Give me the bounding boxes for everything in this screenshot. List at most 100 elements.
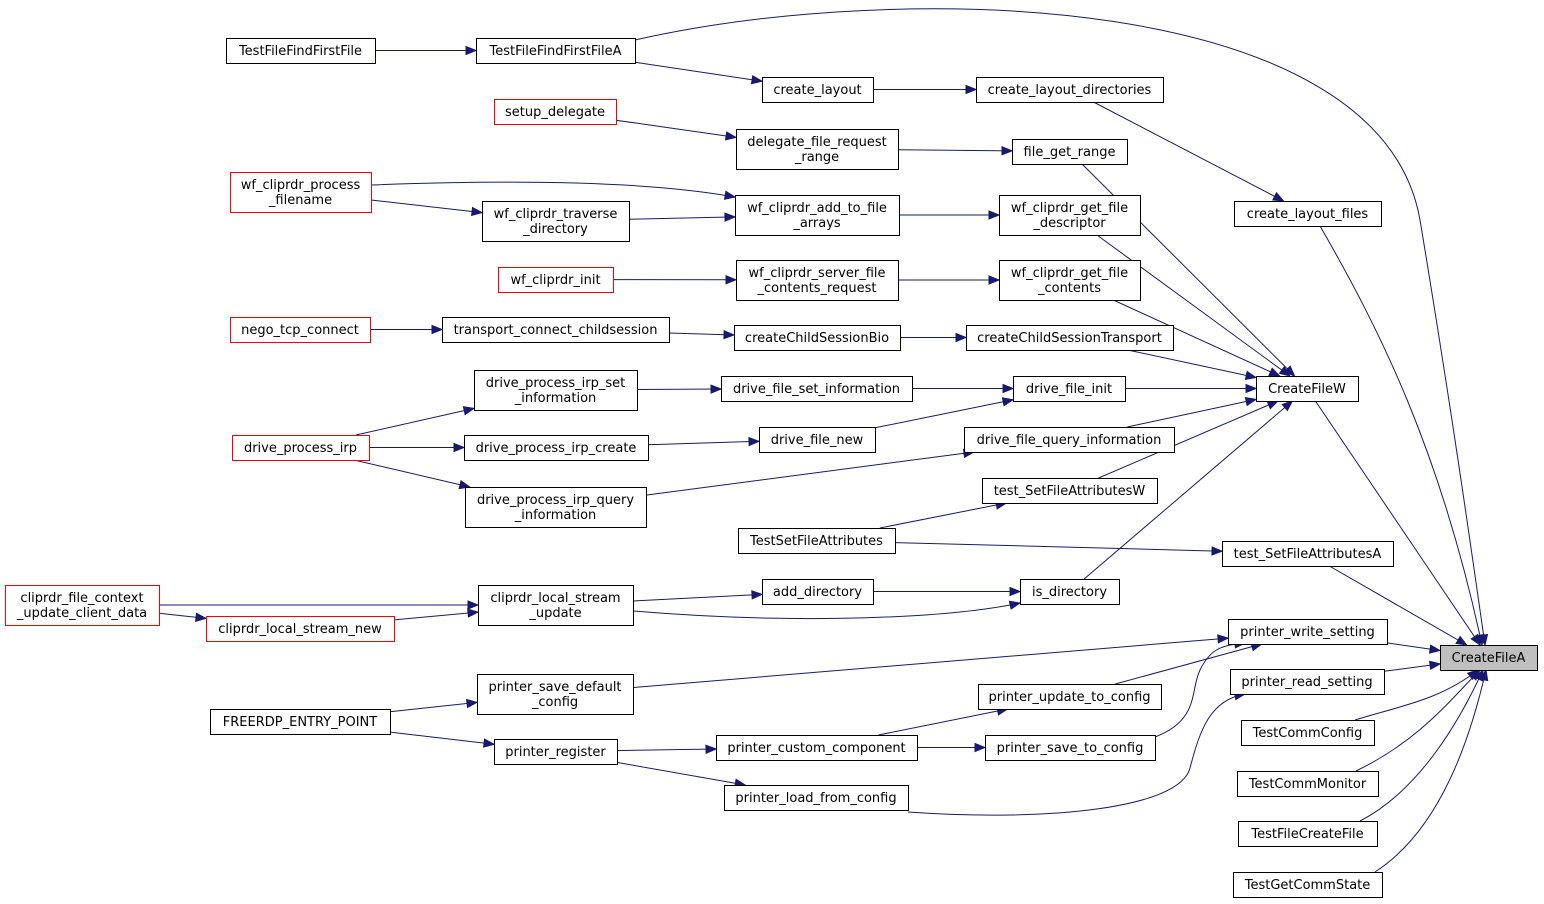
node-printer-write-setting[interactable]: printer_write_setting xyxy=(1228,619,1388,645)
node-box[interactable] xyxy=(762,579,874,605)
node-drive-file-init[interactable]: drive_file_init xyxy=(1013,376,1126,402)
node-box[interactable] xyxy=(1233,872,1383,898)
node-testcommconfig[interactable]: TestCommConfig xyxy=(1241,720,1375,746)
node-wf-cliprdr-process-filename[interactable]: wf_cliprdr_process_filename xyxy=(230,172,372,213)
node-box[interactable] xyxy=(5,585,160,626)
node-box[interactable] xyxy=(966,325,1174,351)
node-box[interactable] xyxy=(964,427,1175,453)
node-testfilecreatefile[interactable]: TestFileCreateFile xyxy=(1238,821,1378,847)
node-is-directory[interactable]: is_directory xyxy=(1020,579,1120,605)
node-createfilew[interactable]: CreateFileW xyxy=(1256,376,1359,402)
node-box[interactable] xyxy=(999,195,1141,236)
node-test-setfileattributesa[interactable]: test_SetFileAttributesA xyxy=(1222,541,1394,567)
node-printer-register[interactable]: printer_register xyxy=(494,739,618,765)
node-printer-read-setting[interactable]: printer_read_setting xyxy=(1230,669,1385,695)
node-box[interactable] xyxy=(716,735,918,761)
node-box[interactable] xyxy=(978,684,1162,710)
node-box[interactable] xyxy=(1222,541,1394,567)
node-testcommmonitor[interactable]: TestCommMonitor xyxy=(1237,771,1379,797)
node-box[interactable] xyxy=(478,585,634,626)
node-box[interactable] xyxy=(1440,645,1538,671)
node-printer-save-default-config[interactable]: printer_save_default_config xyxy=(477,674,634,715)
node-testfilefindfirstfile[interactable]: TestFileFindFirstFile xyxy=(226,38,376,64)
node-box[interactable] xyxy=(442,317,670,343)
node-drive-file-query-information[interactable]: drive_file_query_information xyxy=(964,427,1175,453)
node-freerdp-entry-point[interactable]: FREERDP_ENTRY_POINT xyxy=(210,709,391,735)
node-box[interactable] xyxy=(465,487,647,528)
node-drive-file-set-information[interactable]: drive_file_set_information xyxy=(721,376,913,402)
node-create-layout-files[interactable]: create_layout_files xyxy=(1234,201,1382,227)
node-box[interactable] xyxy=(1237,771,1379,797)
node-box[interactable] xyxy=(477,674,634,715)
node-delegate-file-request-range[interactable]: delegate_file_request_range xyxy=(736,129,899,170)
node-box[interactable] xyxy=(1241,720,1375,746)
node-box[interactable] xyxy=(1238,821,1378,847)
node-box[interactable] xyxy=(226,38,376,64)
node-wf-cliprdr-server-file-contents-request[interactable]: wf_cliprdr_server_file_contents_request xyxy=(736,260,899,301)
node-box[interactable] xyxy=(1230,669,1385,695)
node-box[interactable] xyxy=(1234,201,1382,227)
node-createchildsessionbio[interactable]: createChildSessionBio xyxy=(734,325,901,351)
node-testgetcommstate[interactable]: TestGetCommState xyxy=(1233,872,1383,898)
node-box[interactable] xyxy=(736,129,899,170)
node-box[interactable] xyxy=(494,99,617,125)
node-box[interactable] xyxy=(1228,619,1388,645)
node-drive-process-irp[interactable]: drive_process_irp xyxy=(232,435,370,461)
node-wf-cliprdr-get-file-descriptor[interactable]: wf_cliprdr_get_file_descriptor xyxy=(999,195,1141,236)
node-cliprdr-file-context-update-client-data[interactable]: cliprdr_file_context_update_client_data xyxy=(5,585,160,626)
node-box[interactable] xyxy=(762,77,874,103)
node-box[interactable] xyxy=(1020,579,1120,605)
node-box[interactable] xyxy=(1012,139,1128,165)
node-box[interactable] xyxy=(721,376,913,402)
node-drive-process-irp-query-information[interactable]: drive_process_irp_query_information xyxy=(465,487,647,528)
node-create-layout-directories[interactable]: create_layout_directories xyxy=(976,77,1164,103)
node-wf-cliprdr-get-file-contents[interactable]: wf_cliprdr_get_file_contents xyxy=(999,260,1141,301)
node-box[interactable] xyxy=(738,528,896,554)
node-cliprdr-local-stream-new[interactable]: cliprdr_local_stream_new xyxy=(206,616,395,642)
node-box[interactable] xyxy=(735,195,900,236)
node-box[interactable] xyxy=(736,260,899,301)
node-box[interactable] xyxy=(232,435,370,461)
node-printer-save-to-config[interactable]: printer_save_to_config xyxy=(985,735,1156,761)
node-printer-custom-component[interactable]: printer_custom_component xyxy=(716,735,918,761)
node-box[interactable] xyxy=(759,427,876,453)
node-box[interactable] xyxy=(464,435,649,461)
node-printer-load-from-config[interactable]: printer_load_from_config xyxy=(724,785,909,811)
node-box[interactable] xyxy=(494,739,618,765)
node-file-get-range[interactable]: file_get_range xyxy=(1012,139,1128,165)
node-box[interactable] xyxy=(474,370,638,411)
node-box[interactable] xyxy=(476,38,636,64)
node-box[interactable] xyxy=(1013,376,1126,402)
node-box[interactable] xyxy=(976,77,1164,103)
node-wf-cliprdr-add-to-file-arrays[interactable]: wf_cliprdr_add_to_file_arrays xyxy=(735,195,900,236)
node-testsetfileattributes[interactable]: TestSetFileAttributes xyxy=(738,528,896,554)
node-box[interactable] xyxy=(724,785,909,811)
node-wf-cliprdr-init[interactable]: wf_cliprdr_init xyxy=(498,267,614,293)
node-box[interactable] xyxy=(982,478,1158,504)
node-wf-cliprdr-traverse-directory[interactable]: wf_cliprdr_traverse_directory xyxy=(482,201,630,242)
node-box[interactable] xyxy=(985,735,1156,761)
node-testfilefindfirstfilea[interactable]: TestFileFindFirstFileA xyxy=(476,38,636,64)
node-createchildsessiontransport[interactable]: createChildSessionTransport xyxy=(966,325,1174,351)
node-nego-tcp-connect[interactable]: nego_tcp_connect xyxy=(230,317,371,343)
node-printer-update-to-config[interactable]: printer_update_to_config xyxy=(978,684,1162,710)
node-box[interactable] xyxy=(1256,376,1359,402)
node-box[interactable] xyxy=(210,709,391,735)
node-box[interactable] xyxy=(230,172,372,213)
node-drive-process-irp-create[interactable]: drive_process_irp_create xyxy=(464,435,649,461)
node-drive-process-irp-set-information[interactable]: drive_process_irp_set_information xyxy=(474,370,638,411)
node-box[interactable] xyxy=(734,325,901,351)
node-create-layout[interactable]: create_layout xyxy=(762,77,874,103)
node-cliprdr-local-stream-update[interactable]: cliprdr_local_stream_update xyxy=(478,585,634,626)
node-box[interactable] xyxy=(206,616,395,642)
node-transport-connect-childsession[interactable]: transport_connect_childsession xyxy=(442,317,670,343)
node-add-directory[interactable]: add_directory xyxy=(762,579,874,605)
node-box[interactable] xyxy=(498,267,614,293)
node-test-setfileattributesw[interactable]: test_SetFileAttributesW xyxy=(982,478,1158,504)
node-box[interactable] xyxy=(482,201,630,242)
node-setup-delegate[interactable]: setup_delegate xyxy=(494,99,617,125)
node-createfilea[interactable]: CreateFileA xyxy=(1440,645,1538,671)
node-box[interactable] xyxy=(230,317,371,343)
node-box[interactable] xyxy=(999,260,1141,301)
node-drive-file-new[interactable]: drive_file_new xyxy=(759,427,876,453)
